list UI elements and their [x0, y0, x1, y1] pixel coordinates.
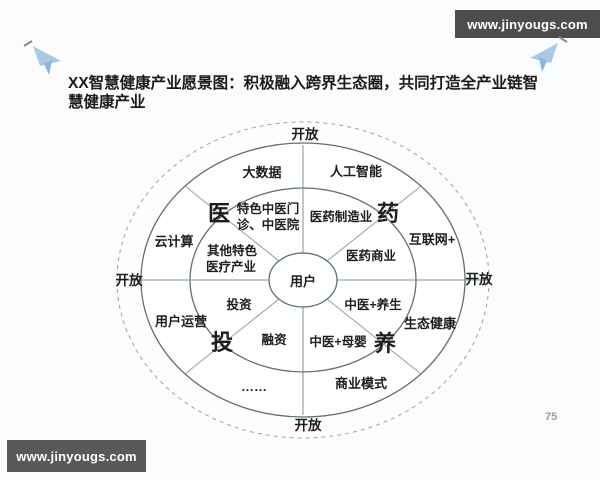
label-financing: 融资: [261, 332, 287, 347]
page-title: XX智慧健康产业愿景图：积极融入跨界生态圈，共同打造全产业链智慧健康产业: [68, 75, 539, 112]
plane-wing: [530, 43, 558, 63]
plane-fold: [44, 60, 52, 75]
label-pharma-commerce: 医药商业: [346, 248, 397, 263]
plane-fold: [539, 57, 547, 72]
divider-upper-right: [326, 185, 422, 262]
plane-wing: [33, 46, 61, 66]
label-investment: 投资: [226, 297, 252, 312]
watermark-banner-top: www.jinyougs.com: [455, 10, 600, 38]
quadrant-wellness: 养: [373, 331, 396, 356]
center-user-circle: [268, 252, 338, 308]
label-internet-plus: 互联网+: [409, 232, 456, 247]
label-tcm-clinic-line1: 特色中医门: [237, 201, 300, 216]
open-label-left: 开放: [116, 272, 143, 288]
label-business-model: 商业模式: [335, 376, 387, 391]
label-other-medical-line1: 其他特色: [207, 243, 258, 258]
label-eco-health: 生态健康: [404, 316, 457, 331]
plane-tail-line: [558, 36, 568, 43]
divider-lower-left: [184, 298, 280, 375]
page-number: 75: [545, 411, 558, 423]
paper-plane-icon: [23, 40, 61, 75]
watermark-text: www.jinyougs.com: [16, 448, 137, 464]
quadrant-investment: 投: [211, 330, 233, 355]
open-label-bottom: 开放: [295, 417, 322, 433]
label-pharma-manufacturing: 医药制造业: [310, 209, 373, 224]
divider-lower-right: [326, 298, 422, 375]
quadrant-pharma: 药: [377, 201, 399, 226]
label-tcm-clinic-line2: 诊、中医院: [237, 217, 300, 232]
label-ellipsis: ……: [241, 379, 267, 394]
open-label-top: 开放: [292, 126, 319, 142]
center-label: 用户: [289, 274, 316, 289]
label-user-operation: 用户运营: [154, 314, 207, 329]
plane-tail-line: [23, 40, 33, 47]
label-big-data: 大数据: [242, 165, 281, 180]
label-tcm-maternity: 中医+母婴: [309, 334, 367, 349]
label-other-medical-line2: 医疗产业: [206, 259, 257, 274]
quadrant-medical: 医: [208, 201, 230, 226]
label-ai: 人工智能: [330, 164, 382, 179]
divider-upper-left: [184, 185, 280, 262]
label-cloud-computing: 云计算: [154, 234, 193, 249]
watermark-text: www.jinyougs.com: [467, 16, 588, 32]
label-tcm-wellness: 中医+养生: [344, 297, 402, 312]
paper-plane-icon: [530, 36, 568, 72]
watermark-banner-bottom: www.jinyougs.com: [7, 440, 146, 472]
open-label-right: 开放: [466, 271, 493, 287]
